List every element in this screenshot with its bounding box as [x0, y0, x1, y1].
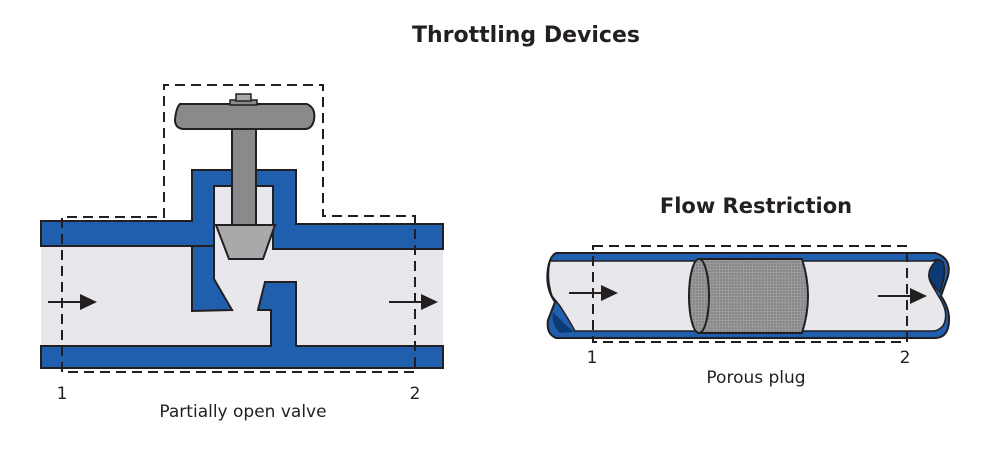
plug-inlet-arrow: [569, 285, 618, 301]
valve-state-2-label: 2: [410, 384, 421, 404]
valve-caption: Partially open valve: [159, 402, 326, 422]
valve-stem-nut: [235, 93, 252, 102]
plug-state-1-label: 1: [587, 348, 598, 368]
valve-outlet-arrow: [389, 294, 438, 310]
valve-control-volume: [61, 84, 416, 373]
plug-caption: Porous plug: [706, 368, 805, 388]
valve-inlet-arrow: [48, 294, 97, 310]
valve-disc: [214, 224, 277, 260]
valve-body-lower: [40, 281, 444, 369]
flow-restriction-heading: Flow Restriction: [660, 194, 852, 218]
diagram-title: Throttling Devices: [412, 23, 640, 48]
porous-plug: [692, 258, 809, 334]
valve-seat-left: [191, 245, 234, 313]
plug-outlet-arrow: [878, 288, 927, 304]
valve-stem: [231, 121, 257, 227]
porous-plug-diagram: Flow Restriction 1 2 Porous plug: [546, 194, 951, 388]
valve-state-1-label: 1: [57, 384, 68, 404]
valve-handwheel: [173, 103, 316, 130]
valve-diagram: 1 2 Partially open valve: [40, 84, 444, 422]
plug-state-2-label: 2: [900, 348, 911, 368]
porous-plug-face: [688, 258, 710, 334]
valve-pipe-interior: [41, 246, 443, 346]
